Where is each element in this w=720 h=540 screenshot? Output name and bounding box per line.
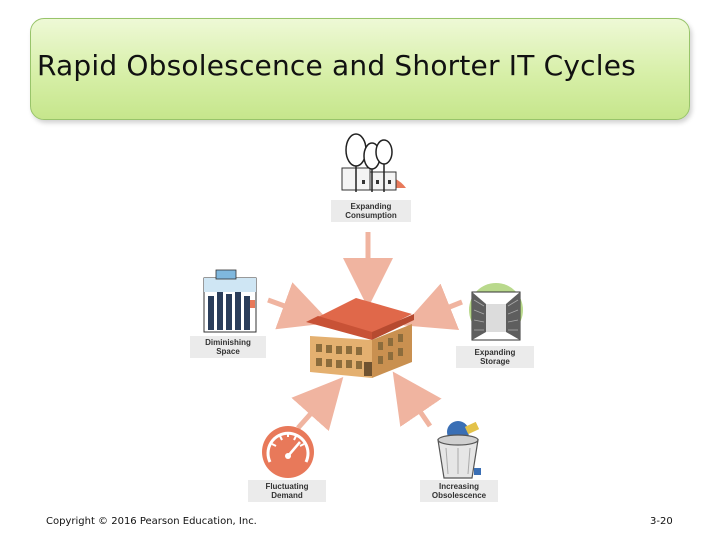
arrow-space bbox=[267, 282, 331, 330]
page-number: 3-20 bbox=[650, 516, 673, 527]
label-obsolescence-line2: Obsolescence bbox=[432, 491, 487, 500]
label-storage-line1: Expanding bbox=[475, 348, 516, 357]
speedometer-icon bbox=[262, 426, 314, 478]
label-box-storage bbox=[456, 346, 534, 368]
arrow-storage bbox=[403, 283, 463, 331]
node-diminishing-space: Diminishing Space bbox=[190, 269, 266, 358]
node-expanding-consumption: Expanding Consumption bbox=[331, 133, 411, 222]
slide-title: Rapid Obsolescence and Shorter IT Cycles bbox=[37, 49, 636, 82]
trees-factory-icon bbox=[341, 133, 406, 192]
title-banner: Rapid Obsolescence and Shorter IT Cycles bbox=[30, 18, 690, 120]
label-space-line2: Space bbox=[216, 347, 240, 356]
label-box-consumption bbox=[331, 200, 411, 222]
label-obsolescence-line1: Increasing bbox=[439, 482, 479, 491]
label-consumption-line2: Consumption bbox=[345, 211, 397, 220]
trash-can-icon bbox=[437, 421, 481, 479]
node-increasing-obsolescence: Increasing Obsolescence bbox=[420, 421, 498, 502]
crowded-server-room-icon bbox=[203, 269, 257, 333]
label-demand-line1: Fluctuating bbox=[265, 482, 308, 491]
label-consumption-line1: Expanding bbox=[351, 202, 392, 211]
copyright-footer: Copyright © 2016 Pearson Education, Inc. bbox=[46, 516, 257, 527]
node-fluctuating-demand: Fluctuating Demand bbox=[248, 426, 326, 502]
label-demand-line2: Demand bbox=[271, 491, 303, 500]
label-box-obsolescence bbox=[420, 480, 498, 502]
label-storage-line2: Storage bbox=[480, 357, 510, 366]
server-aisle-icon bbox=[469, 283, 523, 341]
label-box-space bbox=[190, 336, 266, 358]
data-center-building-icon bbox=[306, 298, 414, 378]
arrow-demand bbox=[291, 377, 344, 432]
arrow-obsolescence bbox=[392, 371, 442, 428]
label-box-demand bbox=[248, 480, 326, 502]
node-expanding-storage: Expanding Storage bbox=[456, 283, 534, 368]
label-space-line1: Diminishing bbox=[205, 338, 251, 347]
